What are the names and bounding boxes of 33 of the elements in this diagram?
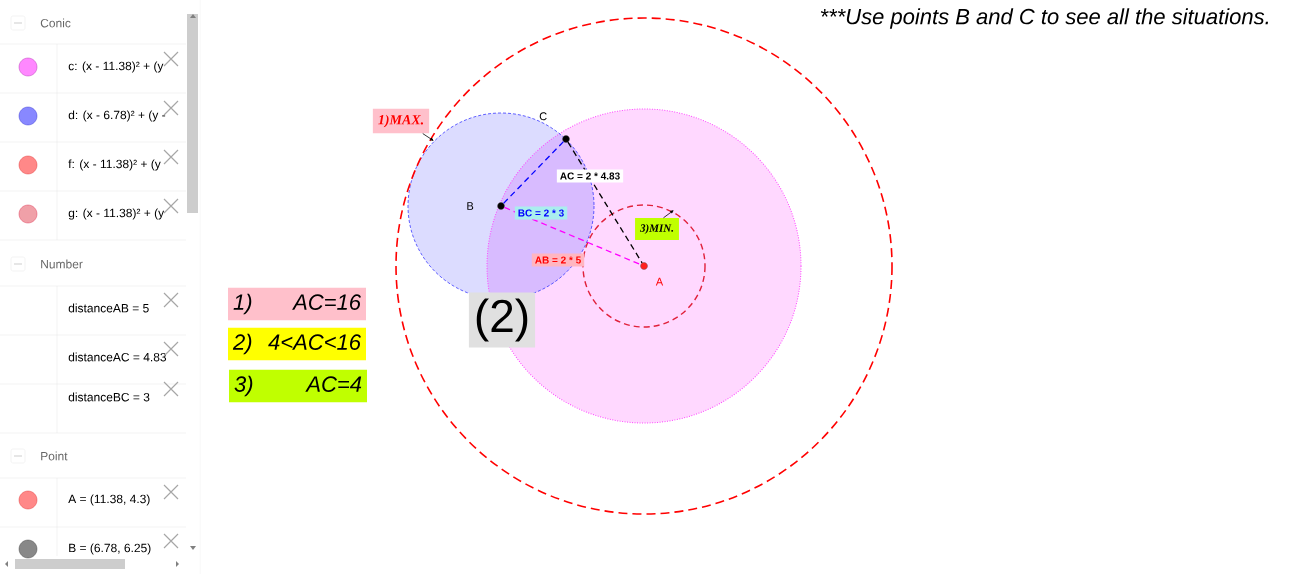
node-label: A bbox=[655, 277, 664, 286]
case-box: 2) 4<AC<16 bbox=[228, 327, 366, 361]
callout-box: 1)MAX. bbox=[372, 108, 430, 134]
segment bbox=[567, 141, 643, 264]
algebra-entry: A = (11.38, 4.3) bbox=[68, 494, 150, 506]
algebra-entry: d: (x - 6.78)² + (y - bbox=[68, 110, 166, 122]
algebra-entry: f: (x - 11.38)² + (y bbox=[68, 159, 161, 171]
node-label: C bbox=[539, 112, 547, 121]
callout-box: 3)MIN. bbox=[635, 218, 679, 240]
case-box: 3) AC=4 bbox=[229, 369, 367, 403]
section-heading: Number bbox=[41, 259, 83, 269]
case-box: 1) AC=16 bbox=[228, 287, 366, 321]
leader-arrow bbox=[663, 210, 674, 219]
algebra-entry: c: (x - 11.38)² + (y bbox=[68, 61, 164, 73]
algebra-entry: distanceAB = 5 bbox=[68, 303, 149, 313]
edge-label: AC = 2 * 4.83 bbox=[556, 169, 624, 183]
edge-label: AB = 2 * 5 bbox=[531, 253, 585, 267]
edge-label: BC = 2 * 3 bbox=[514, 206, 568, 220]
leader-arrow bbox=[422, 133, 434, 141]
algebra-entry: B = (6.78, 6.25) bbox=[69, 543, 151, 555]
segment bbox=[503, 206, 642, 266]
point: C bbox=[539, 112, 570, 143]
segment bbox=[502, 141, 565, 204]
node-label: B bbox=[467, 202, 474, 210]
algebra-entry: distanceBC = 3 bbox=[68, 392, 150, 402]
algebra-entry: distanceAC = 4.83 bbox=[68, 352, 167, 362]
section-heading: Point bbox=[41, 451, 68, 461]
case-number-box: (2) bbox=[468, 292, 536, 348]
point: A bbox=[640, 262, 664, 286]
algebra-entry: g: (x - 11.38)² + (y bbox=[68, 208, 165, 220]
point: B bbox=[467, 202, 505, 210]
section-heading: Conic bbox=[40, 18, 71, 28]
instruction-text: ***Use points B and C to see all the situations. bbox=[820, 8, 1269, 29]
